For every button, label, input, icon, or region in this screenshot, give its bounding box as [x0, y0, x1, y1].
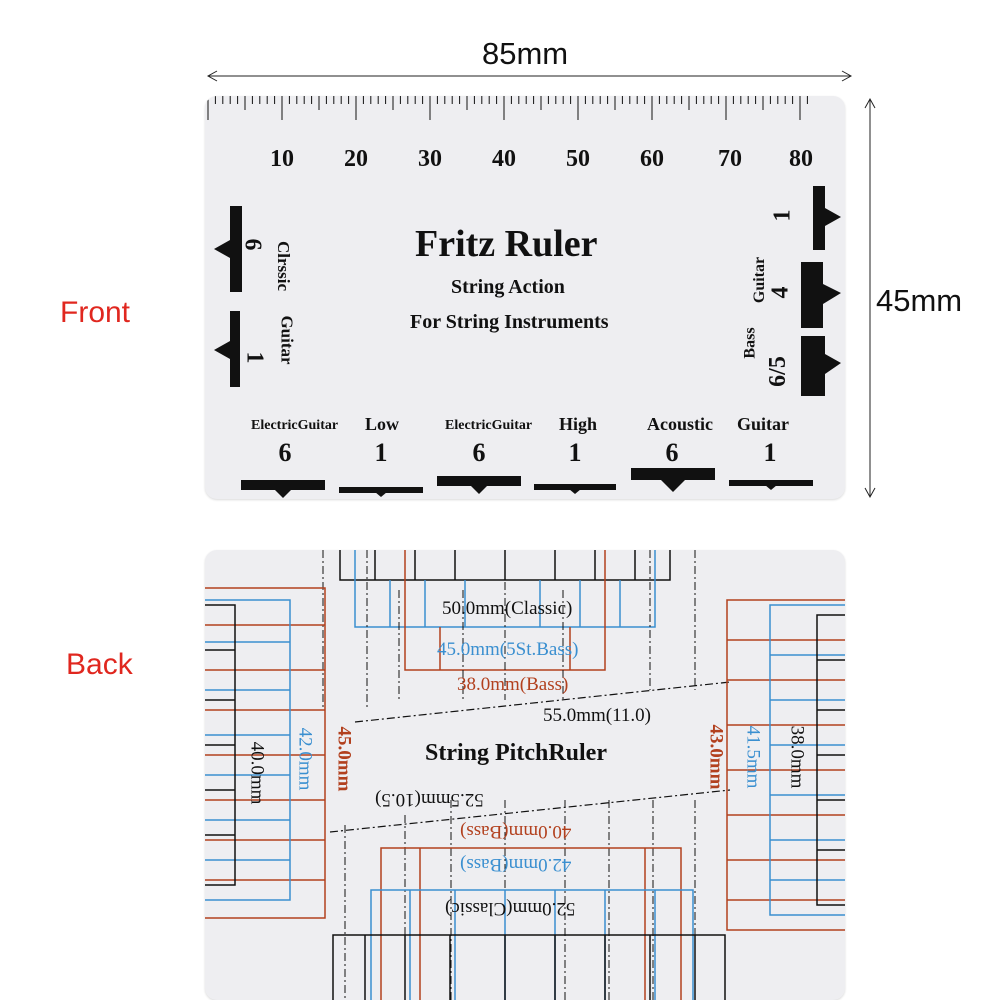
- back-label: Back: [66, 648, 133, 681]
- measure-38-bass: 38.0mm(Bass): [457, 674, 569, 695]
- right-gauge-4: [801, 262, 841, 328]
- electric-high-label-b: High: [559, 414, 598, 434]
- width-dimension-label: 85mm: [482, 36, 569, 71]
- right-number-6-5: 6/5: [764, 356, 791, 387]
- measure-42-vertical: 42.0mm: [294, 727, 316, 791]
- electric-low-number-1: 1: [374, 438, 388, 467]
- measure-50-classic: 50.0mm(Classic): [442, 598, 573, 619]
- left-gauge-1: [214, 311, 240, 387]
- scale-number-80: 80: [789, 146, 813, 172]
- front-title: Fritz Ruler: [415, 223, 598, 265]
- width-dimension-arrow: [206, 70, 853, 82]
- electric-low-label-b: Low: [365, 414, 400, 434]
- measure-45-vertical: 45.0mm: [333, 726, 355, 792]
- back-title: String PitchRuler: [425, 740, 607, 766]
- electric-high-number-1: 1: [568, 438, 582, 467]
- right-gauge-6-5: [801, 336, 841, 396]
- front-card: 10 20 30 40 50 60 70 80 Fritz Ruler Stri…: [205, 96, 845, 499]
- measure-55: 55.0mm(11.0): [543, 705, 652, 726]
- measure-38-vertical: 38.0mm: [786, 725, 808, 789]
- measure-40-bass-inverted: 40.0mm(Bass): [460, 821, 572, 842]
- bottom-gauges: [241, 468, 813, 498]
- scale-number-50: 50: [566, 146, 590, 172]
- electric-high-number-6: 6: [472, 438, 486, 467]
- height-dimension-label: 45mm: [876, 283, 963, 318]
- acoustic-number-1: 1: [763, 438, 777, 467]
- measure-52-5-inverted: 52.5mm(10.5): [375, 789, 484, 810]
- scale-number-40: 40: [492, 146, 516, 172]
- right-number-4: 4: [767, 286, 794, 299]
- measure-43-vertical: 43.0mm: [705, 724, 727, 790]
- measure-41-5-vertical: 41.5mm: [742, 725, 764, 789]
- left-label-guitar: Guitar: [277, 315, 297, 365]
- electric-low-number-6: 6: [278, 438, 292, 467]
- scale-number-10: 10: [270, 146, 294, 172]
- acoustic-label-a: Acoustic: [647, 414, 713, 434]
- scale-number-60: 60: [640, 146, 664, 172]
- left-gauge-6: [214, 206, 242, 292]
- measure-40-vertical: 40.0mm: [246, 741, 268, 805]
- right-number-1: 1: [769, 209, 796, 222]
- scale-number-30: 30: [418, 146, 442, 172]
- left-label-classic: Clrssic: [274, 240, 294, 292]
- front-label: Front: [60, 296, 131, 329]
- ruler-ticks: [207, 96, 808, 120]
- right-label-guitar: Guitar: [751, 256, 769, 304]
- front-subtitle-string-action: String Action: [451, 276, 565, 298]
- left-number-1: 1: [241, 351, 268, 364]
- scale-number-70: 70: [718, 146, 742, 172]
- measure-42-bass-inverted: 42.0mm(Bass): [460, 854, 572, 875]
- height-dimension-arrow: [864, 97, 876, 499]
- front-subtitle-for-string-instruments: For String Instruments: [410, 311, 609, 333]
- measure-52-classic-inverted: 52.0mm(Classic): [445, 898, 576, 919]
- electric-low-label-a: ElectricGuitar: [251, 418, 339, 433]
- back-card: String PitchRuler 50.0mm(Classic) 45.0mm…: [205, 550, 845, 1000]
- left-number-6: 6: [239, 238, 266, 251]
- right-label-bass: Bass: [741, 327, 759, 359]
- measure-45-5st-bass: 45.0mm(5St.Bass): [437, 639, 579, 660]
- acoustic-number-6: 6: [665, 438, 679, 467]
- scale-number-20: 20: [344, 146, 368, 172]
- right-gauge-1: [813, 186, 841, 250]
- acoustic-label-b: Guitar: [737, 414, 789, 434]
- electric-high-label-a: ElectricGuitar: [445, 418, 533, 433]
- back-line-pattern: [205, 550, 845, 1000]
